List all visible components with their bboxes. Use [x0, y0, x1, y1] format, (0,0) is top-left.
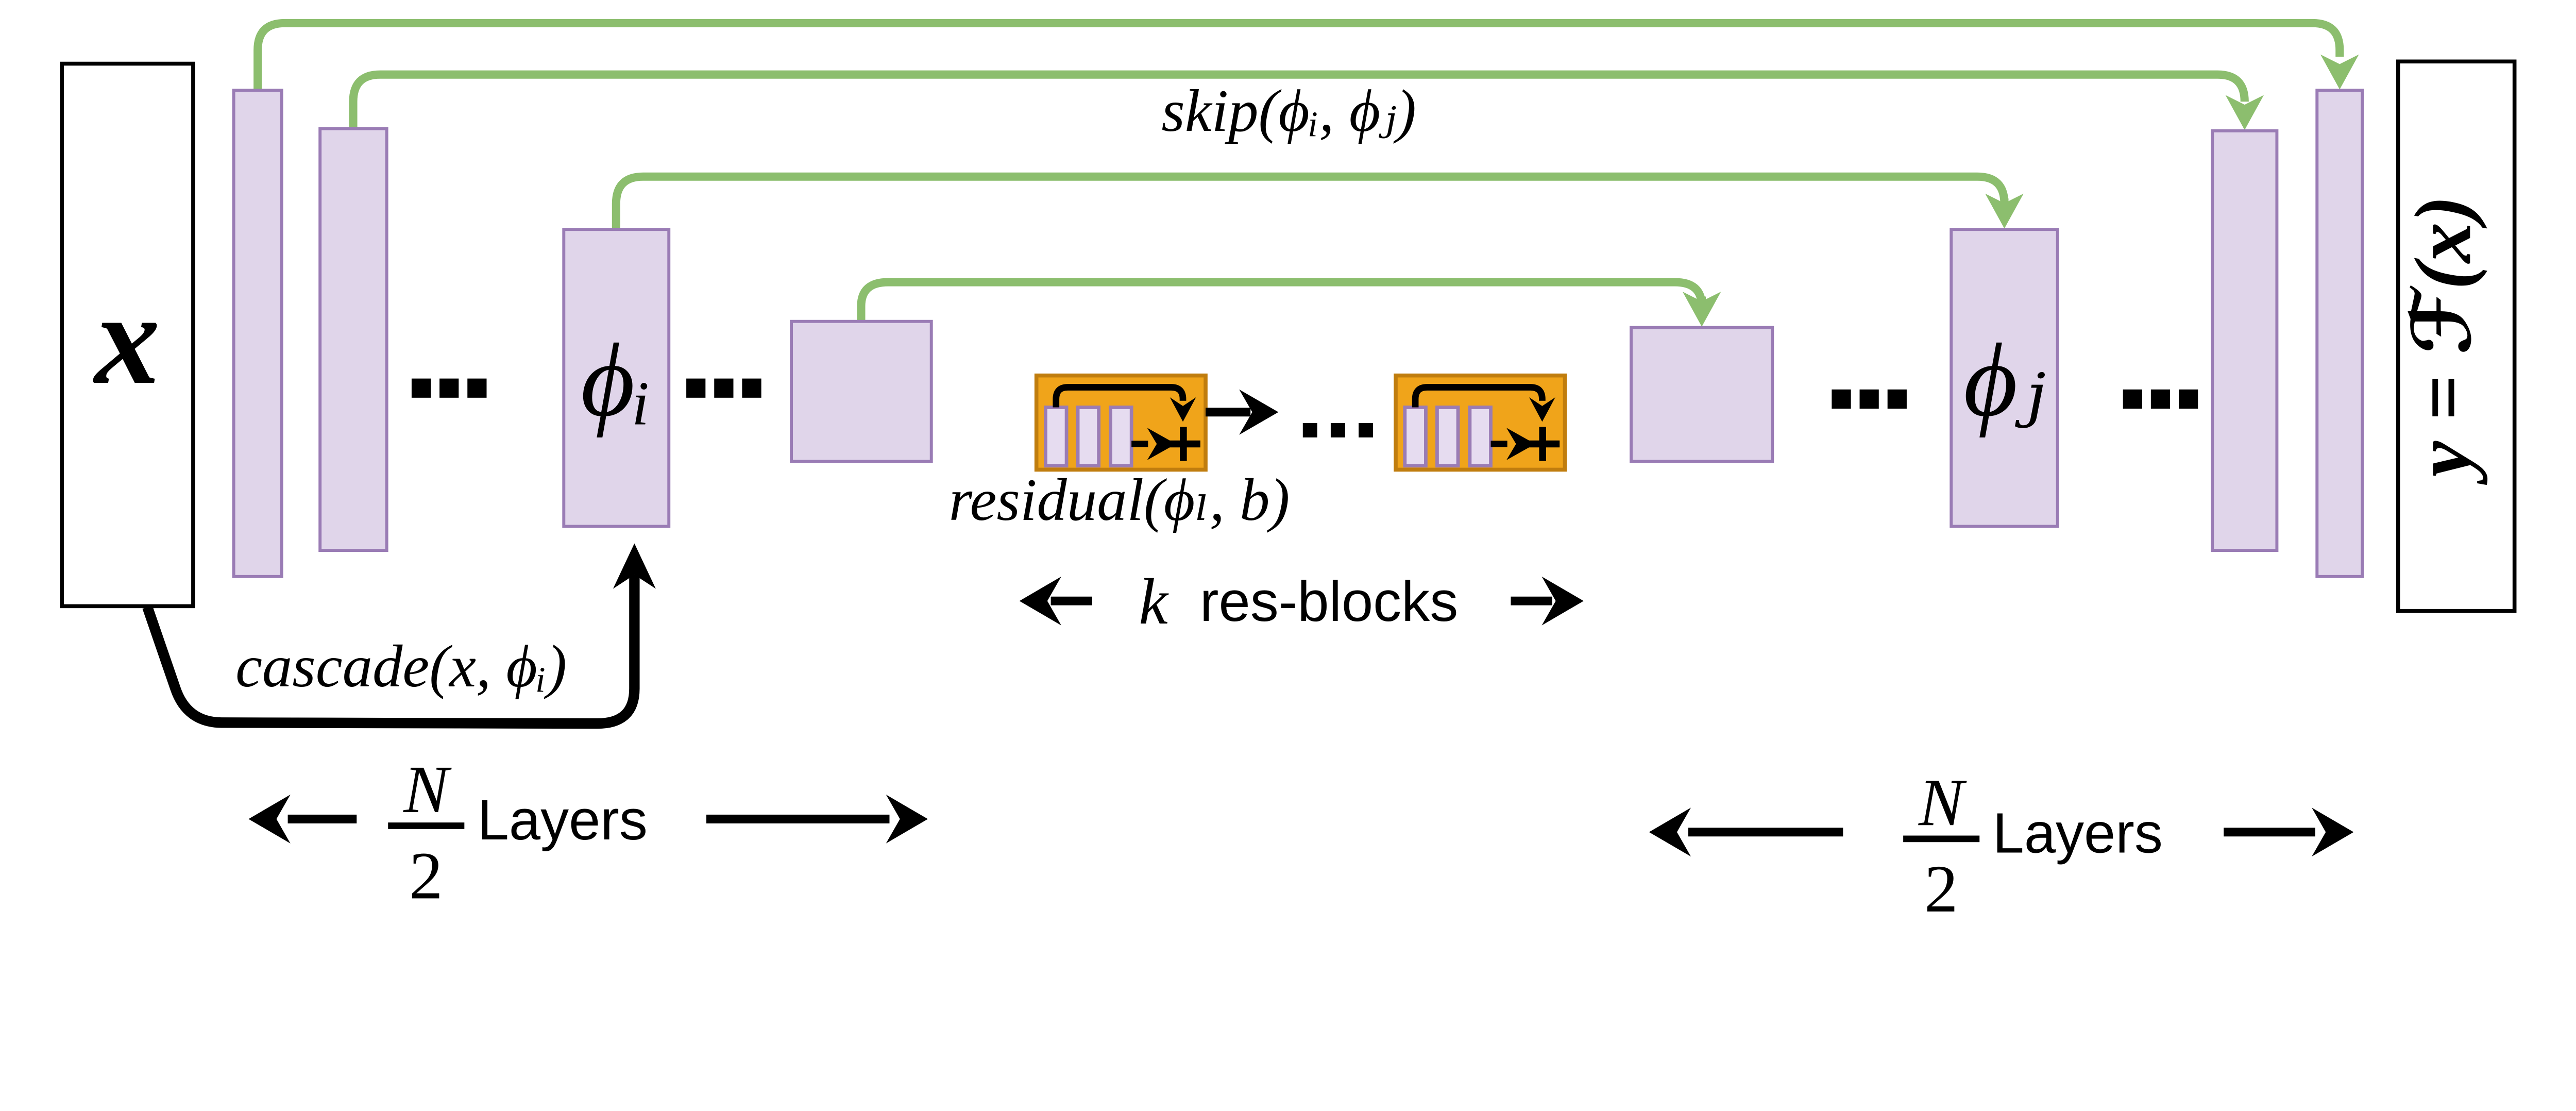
ellipsis	[2123, 389, 2198, 409]
res-block-k	[1396, 376, 1565, 470]
architecture-diagram: x y = ℱ(x) ϕᵢ	[60, 19, 2517, 927]
encoder-bar-2	[318, 127, 388, 552]
res-blocks-label: res-blocks	[1200, 570, 1458, 633]
ellipsis	[411, 378, 487, 398]
encoder-phi-i-bar	[562, 228, 671, 528]
res-block-flow-arrowhead	[1239, 389, 1279, 435]
right-arrowhead	[2312, 807, 2354, 857]
cascade-path	[142, 575, 640, 729]
decoder-feature-square	[1630, 326, 1774, 463]
fraction-bar	[388, 822, 465, 829]
phi-j-label: ϕⱼ	[1963, 322, 2045, 438]
skip-arc-outer	[253, 19, 2344, 92]
right-arrowhead	[886, 794, 928, 844]
left-arrowhead	[1019, 576, 1061, 626]
layers-extent-left: N 2 Layers	[248, 752, 928, 913]
layers-numerator: N	[403, 752, 452, 827]
skip-label: skip(ϕᵢ, ϕⱼ)	[1161, 78, 1416, 144]
layers-numerator: N	[1918, 765, 1967, 840]
cascade-label: cascade(x, ϕᵢ)	[235, 633, 567, 700]
skip-arc-phi	[612, 172, 2009, 230]
encoder-feature-square	[790, 319, 933, 463]
phi-i-label: ϕᵢ	[581, 322, 651, 438]
residual-blocks	[1037, 376, 1565, 470]
cascade-arrowhead	[613, 543, 656, 589]
layers-denominator: 2	[409, 838, 443, 913]
skip-arrowhead-outer	[2320, 54, 2359, 90]
layers-extent-right: N 2 Layers	[1649, 765, 2354, 927]
left-arrowhead	[1649, 807, 1691, 857]
output-label: y = ℱ(x)	[2398, 196, 2487, 485]
skip-arrowhead-second	[2225, 95, 2264, 130]
left-arrowhead	[248, 794, 291, 844]
res-block-1	[1037, 376, 1206, 470]
input-label: x	[93, 266, 160, 411]
decoder-layers: ϕⱼ	[1630, 89, 2364, 578]
residual-label: residual(ϕₗ, b)	[949, 467, 1290, 533]
output-box	[2396, 59, 2517, 613]
encoder-layers: ϕᵢ	[232, 89, 933, 578]
encoder-bar-1	[232, 89, 283, 578]
layers-denominator: 2	[1924, 852, 1958, 927]
skip-arrowhead-inner	[1682, 292, 1721, 327]
ellipsis	[1302, 423, 1374, 437]
decoder-bar-1	[2315, 89, 2364, 578]
cascade-connection	[142, 543, 656, 729]
layers-label: Layers	[478, 788, 648, 852]
skip-connections	[253, 19, 2359, 327]
res-blocks-count: k	[1139, 566, 1169, 638]
skip-arrowhead-phi	[1985, 193, 2024, 229]
input-box	[60, 61, 195, 609]
diagram-canvas: x y = ℱ(x) ϕᵢ	[60, 19, 2517, 927]
skip-arc-inner	[857, 278, 1706, 322]
ellipsis	[686, 378, 761, 398]
skip-arc-second	[349, 70, 2249, 130]
right-arrowhead	[1541, 576, 1584, 626]
decoder-phi-j-bar	[1950, 228, 2059, 528]
layers-label: Layers	[1993, 802, 2163, 865]
res-blocks-extent: k res-blocks	[1019, 566, 1584, 638]
ellipsis	[1832, 389, 1907, 409]
fraction-bar	[1903, 835, 1980, 843]
decoder-bar-2	[2211, 129, 2279, 552]
